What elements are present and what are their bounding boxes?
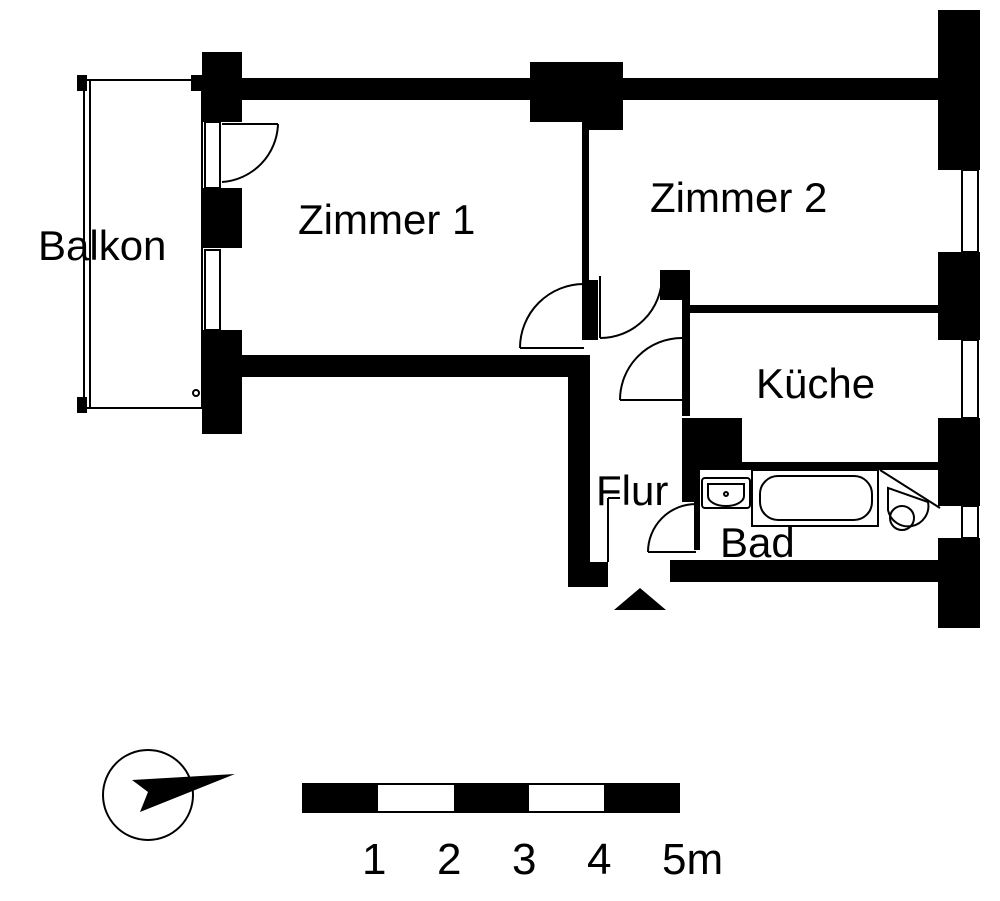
scale-label-5m: 5m — [662, 835, 723, 884]
window-left-2 — [204, 249, 221, 331]
room-label-balkon: Balkon — [38, 222, 166, 269]
bath-partition — [879, 469, 941, 509]
scale-bar-seg-1 — [303, 784, 378, 812]
scale-bar: 1 2 3 4 5m — [302, 783, 723, 884]
balcony-post-br — [192, 389, 200, 397]
north-arrow-circle — [102, 749, 194, 841]
scale-bar-seg-3 — [454, 784, 529, 812]
door-zimmer2-arc — [599, 275, 663, 339]
right-wall-a — [938, 252, 980, 340]
balcony-post-bl — [77, 397, 87, 413]
door-zimmer1-arc — [519, 283, 585, 349]
kitchen-bottom-wall — [682, 462, 940, 470]
bad-west-wall — [694, 502, 700, 550]
scale-label-2: 2 — [437, 835, 461, 884]
right-wall-c — [938, 538, 980, 628]
right-wall-b — [938, 418, 980, 506]
partition-wall-lower — [582, 280, 598, 340]
window-left-1 — [204, 121, 221, 189]
scale-bar-seg-5 — [604, 784, 679, 812]
center-pillar-lower — [585, 62, 623, 130]
room-label-bad: Bad — [720, 519, 795, 566]
scale-label-1: 1 — [362, 835, 386, 884]
balcony-outline — [83, 79, 203, 409]
left-wall-mid — [202, 188, 242, 248]
sink-basin — [707, 483, 745, 507]
room-label-zimmer1: Zimmer 1 — [298, 196, 475, 243]
room-label-flur: Flur — [596, 467, 668, 514]
toilet-bowl — [889, 505, 915, 531]
bottom-wall — [670, 560, 950, 582]
zimmer1-bottom-wall — [240, 355, 585, 377]
doors — [221, 123, 697, 562]
kitchen-west-wall — [682, 270, 690, 416]
bath-fixtures — [701, 469, 941, 531]
flur-left-wall — [568, 355, 590, 587]
balcony — [77, 75, 203, 413]
entrance-triangle-icon — [614, 588, 666, 610]
scale-label-3: 3 — [512, 835, 536, 884]
left-wall-top — [202, 52, 242, 122]
balcony-post-tr — [191, 75, 203, 91]
flur-left-wall-foot — [568, 562, 608, 587]
room-label-zimmer2: Zimmer 2 — [650, 174, 827, 221]
sink-drain — [723, 491, 729, 497]
right-wall-top — [938, 10, 980, 170]
room-label-kueche: Küche — [756, 360, 875, 407]
sink — [701, 477, 751, 509]
balcony-post-tl — [77, 75, 87, 91]
window-right-2 — [961, 339, 979, 419]
windows — [204, 121, 979, 539]
door-balcony-arc — [221, 123, 279, 183]
flur-right-wall — [682, 462, 700, 502]
north-arrow-icon — [102, 749, 235, 841]
partition-wall-upper — [582, 120, 589, 290]
door-kitchen-arc — [619, 337, 683, 401]
window-right-3 — [961, 505, 979, 539]
door-bad-arc — [647, 503, 697, 553]
bathtub-inner — [759, 475, 873, 521]
left-wall-bottom — [202, 330, 242, 434]
window-right-1 — [961, 169, 979, 253]
bathtub — [751, 469, 879, 527]
kitchen-pillar — [682, 418, 742, 468]
walls — [202, 10, 980, 628]
scale-label-4: 4 — [587, 835, 611, 884]
zimmer2-bottom-wall — [682, 305, 940, 313]
north-arrow-pointer — [132, 774, 235, 812]
